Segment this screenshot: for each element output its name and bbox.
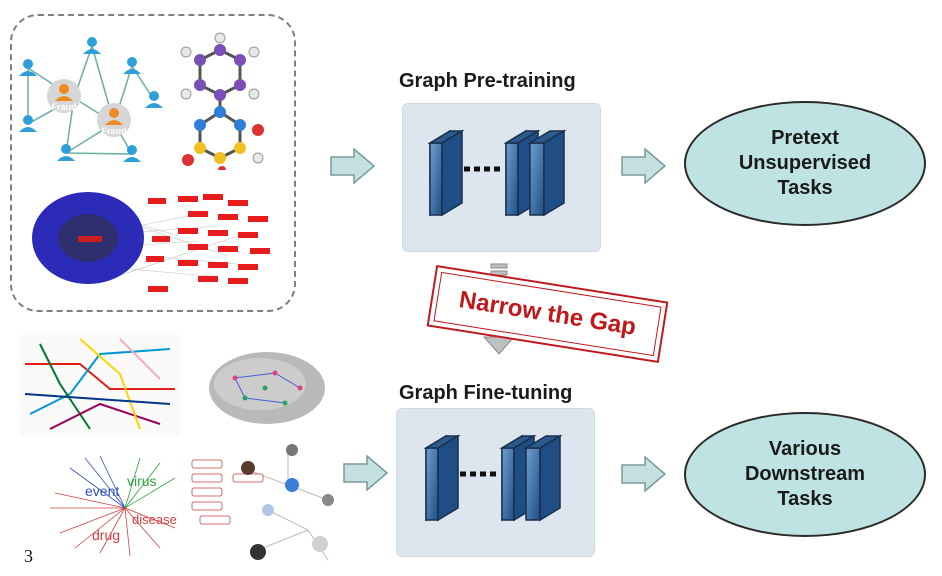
fraud-node-label: Fraud — [51, 102, 76, 112]
pretraining-data-group — [10, 14, 296, 312]
downstream-tasks-ellipse: Various Downstream Tasks — [684, 412, 926, 537]
narrow-gap-label: Narrow the Gap — [433, 271, 662, 357]
finetuning-model-diagram — [423, 434, 563, 522]
input-arrow-bottom — [343, 455, 389, 491]
brain-network-graph — [209, 352, 325, 424]
kg-label-event: event — [85, 483, 119, 499]
fraud-node-label-2: Fraud — [101, 126, 126, 136]
pretraining-model-diagram — [427, 129, 567, 217]
kg-label-drug: drug — [92, 527, 120, 543]
output-arrow-bottom — [621, 456, 667, 492]
pretraining-title: Graph Pre-training — [399, 70, 576, 92]
page-number: 3 — [24, 546, 33, 566]
fraud-network-graph: Fraud Fraud — [19, 37, 163, 162]
pretext-tasks-ellipse: Pretext Unsupervised Tasks — [684, 101, 926, 226]
output-arrow-top — [621, 148, 667, 184]
molecule-graph — [180, 32, 264, 170]
finetuning-title: Graph Fine-tuning — [399, 382, 573, 404]
input-arrow-top — [330, 148, 376, 184]
kg-label-disease: disease — [132, 512, 177, 527]
knowledge-tree-graph: event virus disease drug — [50, 455, 177, 557]
kg-label-virus: virus — [127, 473, 157, 489]
entity-network-graph — [191, 444, 334, 561]
community-network-graph — [32, 192, 270, 292]
narrow-gap-stamp: Narrow the Gap — [426, 265, 669, 363]
subway-map-graph — [20, 334, 180, 436]
